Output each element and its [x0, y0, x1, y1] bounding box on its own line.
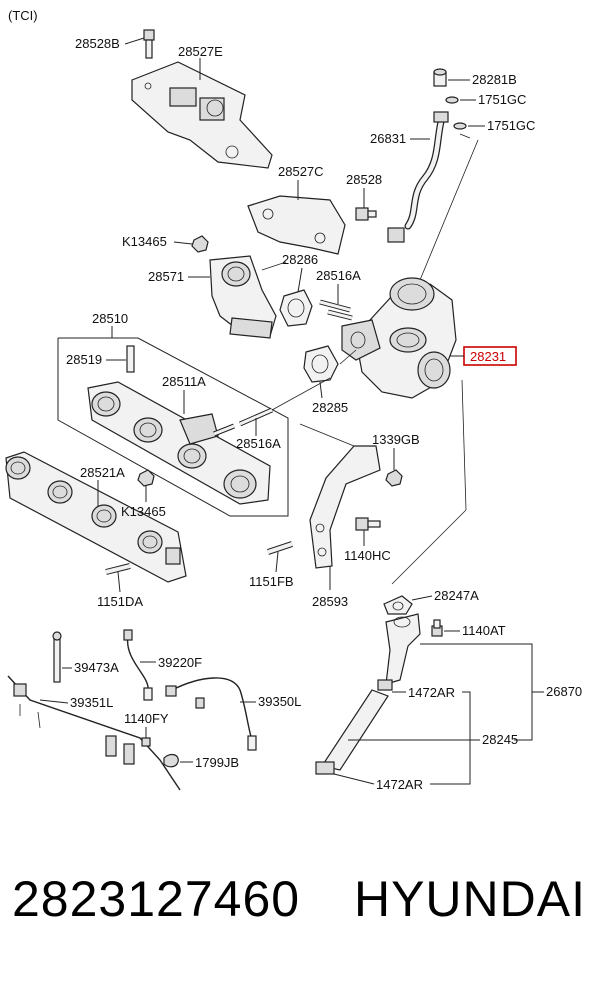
label-28285: 28285 — [312, 400, 348, 415]
label-28281b: 28281B — [472, 72, 517, 87]
label-28527e: 28527E — [178, 44, 223, 59]
wiring-harness-39351l — [7, 675, 181, 791]
oil-feed-pipe — [387, 111, 449, 243]
label-28511a: 28511A — [162, 374, 206, 389]
label-39350l: 39350L — [258, 694, 301, 709]
label-28516a-a: 28516A — [316, 268, 361, 283]
label-28231: 28231 — [470, 349, 506, 364]
label-28521a: 28521A — [80, 465, 125, 480]
label-1339gb: 1339GB — [372, 432, 420, 447]
outlet-pipe-26870 — [385, 613, 421, 685]
label-26870: 26870 — [546, 684, 582, 699]
label-1151da: 1151DA — [97, 594, 143, 609]
sensor-39473a — [52, 631, 62, 683]
label-1140at: 1140AT — [462, 623, 506, 638]
stud-28516a-upper — [319, 299, 353, 321]
intake-hose-28245 — [315, 679, 393, 775]
label-1751gc-a: 1751GC — [478, 92, 526, 107]
part-number: 2823127460 — [12, 871, 301, 927]
label-28528: 28528 — [346, 172, 382, 187]
bolt-1140at — [431, 619, 443, 637]
label-28593: 28593 — [312, 594, 348, 609]
label-28510: 28510 — [92, 311, 128, 326]
exhaust-manifold-28511a — [87, 381, 271, 505]
manifold-gasket-28521a — [5, 451, 187, 583]
nut-k13465-b — [137, 469, 155, 487]
variant-label: (TCI) — [8, 8, 38, 23]
nut-k13465-a — [191, 235, 209, 253]
label-39351l: 39351L — [70, 695, 113, 710]
label-28527c: 28527C — [278, 164, 324, 179]
heat-shield-lower — [247, 195, 346, 255]
label-1472ar-b: 1472AR — [376, 777, 423, 792]
label-k13465-b: K13465 — [121, 504, 166, 519]
heat-shield-upper — [131, 61, 273, 169]
footer: 2823127460 HYUNDAI — [0, 870, 600, 950]
washer-1751gc-b — [453, 122, 467, 130]
parts-diagram: (TCI) 28528B 28527E 28281B 1751GC 1751GC… — [5, 8, 582, 792]
plug-28281b — [433, 68, 447, 87]
sensor-39350l — [165, 677, 257, 751]
manifold-group-outline — [57, 337, 289, 517]
exhaust-elbow-28571 — [209, 255, 277, 339]
clip-1799jb — [163, 753, 179, 768]
gasket-28247a — [383, 595, 413, 615]
label-28245: 28245 — [482, 732, 518, 747]
label-28286: 28286 — [282, 252, 318, 267]
stud-28516a-lower — [213, 407, 274, 437]
label-1472ar-a: 1472AR — [408, 685, 455, 700]
gasket-28285 — [303, 345, 339, 383]
label-28571: 28571 — [148, 269, 184, 284]
label-1140fy: 1140FY — [124, 711, 169, 726]
bolt-28528 — [355, 207, 377, 221]
bolt-1140hc — [355, 517, 381, 531]
bolt-1339gb — [385, 469, 403, 487]
label-26831: 26831 — [370, 131, 406, 146]
label-28519: 28519 — [66, 352, 102, 367]
bracket-28593 — [309, 445, 381, 569]
brand-name: HYUNDAI — [353, 871, 586, 927]
label-1751gc-b: 1751GC — [487, 118, 535, 133]
sensor-39220f — [123, 629, 153, 701]
label-39220f: 39220F — [158, 655, 202, 670]
turbocharger-28231 — [341, 277, 457, 399]
label-1799jb: 1799JB — [195, 755, 239, 770]
label-1140hc: 1140HC — [344, 548, 391, 563]
stud-28519 — [126, 345, 135, 373]
label-28516a-b: 28516A — [236, 436, 281, 451]
label-39473a: 39473A — [74, 660, 119, 675]
label-28247a: 28247A — [434, 588, 479, 603]
label-k13465-a: K13465 — [122, 234, 167, 249]
gasket-28286 — [279, 289, 313, 327]
bolt-28528b — [143, 29, 155, 59]
washer-1751gc-a — [445, 96, 459, 104]
stud-1151da — [105, 563, 131, 575]
stud-1151fb — [267, 541, 293, 555]
bolt-1140fy — [141, 737, 151, 747]
label-1151fb: 1151FB — [249, 574, 294, 589]
label-28528b: 28528B — [75, 36, 120, 51]
